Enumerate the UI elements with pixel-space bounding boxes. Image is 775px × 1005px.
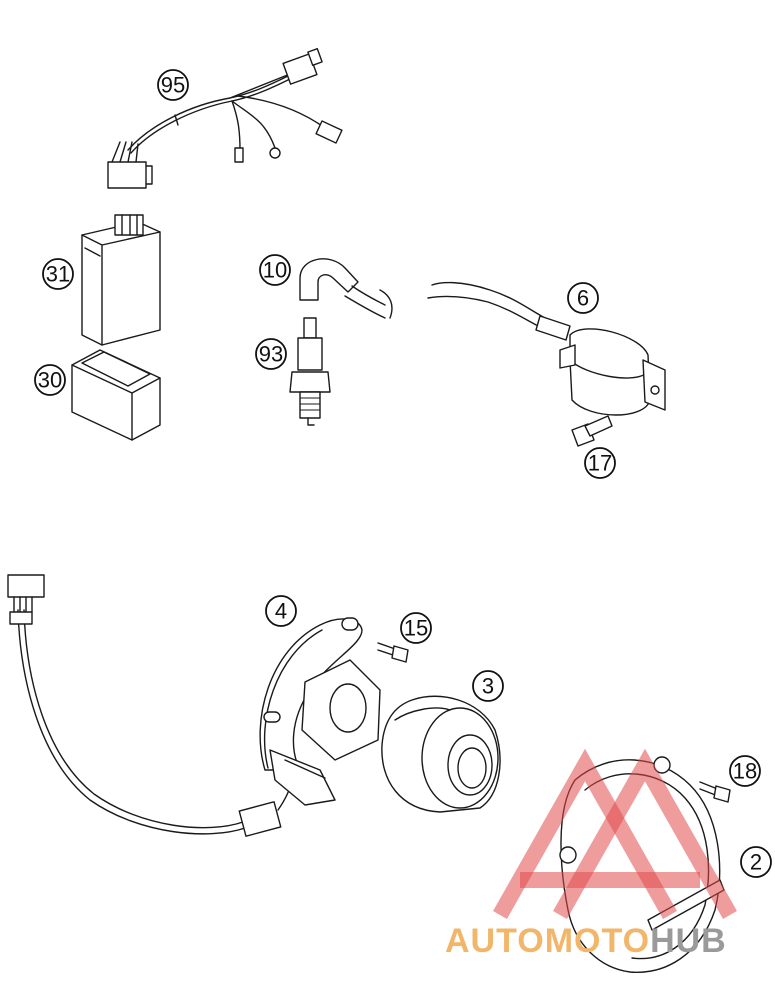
svg-text:2: 2 bbox=[750, 850, 762, 875]
svg-text:4: 4 bbox=[275, 599, 287, 624]
cdi-unit-part-31 bbox=[81, 214, 161, 346]
svg-text:15: 15 bbox=[404, 616, 428, 641]
callout-2: 2 bbox=[740, 846, 772, 878]
callout-6: 6 bbox=[567, 282, 599, 314]
callout-15: 15 bbox=[400, 612, 432, 644]
callout-31: 31 bbox=[42, 258, 74, 290]
spark-plug-part-93 bbox=[289, 317, 331, 426]
svg-text:17: 17 bbox=[588, 451, 612, 476]
bolt-part-17 bbox=[571, 415, 613, 447]
svg-text:30: 30 bbox=[38, 368, 62, 393]
rotor-part-3 bbox=[381, 695, 501, 813]
watermark-logo bbox=[493, 748, 737, 919]
svg-text:95: 95 bbox=[161, 73, 185, 98]
callout-30: 30 bbox=[34, 364, 66, 396]
svg-text:10: 10 bbox=[263, 258, 287, 283]
screw-part-18 bbox=[699, 781, 731, 803]
svg-text:18: 18 bbox=[733, 759, 757, 784]
spark-plug-cap-part-10 bbox=[299, 258, 393, 319]
svg-text:31: 31 bbox=[46, 262, 70, 287]
callout-4: 4 bbox=[265, 595, 297, 627]
svg-text:6: 6 bbox=[577, 286, 589, 311]
watermark-text-part1: AUTOMOTO bbox=[445, 922, 651, 960]
wiring-harness-part-95 bbox=[107, 48, 343, 189]
callout-3: 3 bbox=[472, 670, 504, 702]
callout-18: 18 bbox=[729, 755, 761, 787]
callout-95: 95 bbox=[157, 69, 189, 101]
ignition-coil-part-6 bbox=[427, 281, 666, 416]
watermark-text-part2: HUB bbox=[650, 922, 727, 960]
svg-text:3: 3 bbox=[482, 674, 494, 699]
watermark-text: AUTOMOTOHUB bbox=[445, 922, 727, 961]
callout-93: 93 bbox=[255, 338, 287, 370]
callout-10: 10 bbox=[259, 254, 291, 286]
screw-part-15 bbox=[377, 642, 409, 663]
callout-17: 17 bbox=[584, 447, 616, 479]
cdi-holder-part-30 bbox=[71, 349, 161, 441]
svg-text:93: 93 bbox=[259, 342, 283, 367]
stator-part-4 bbox=[7, 574, 381, 837]
